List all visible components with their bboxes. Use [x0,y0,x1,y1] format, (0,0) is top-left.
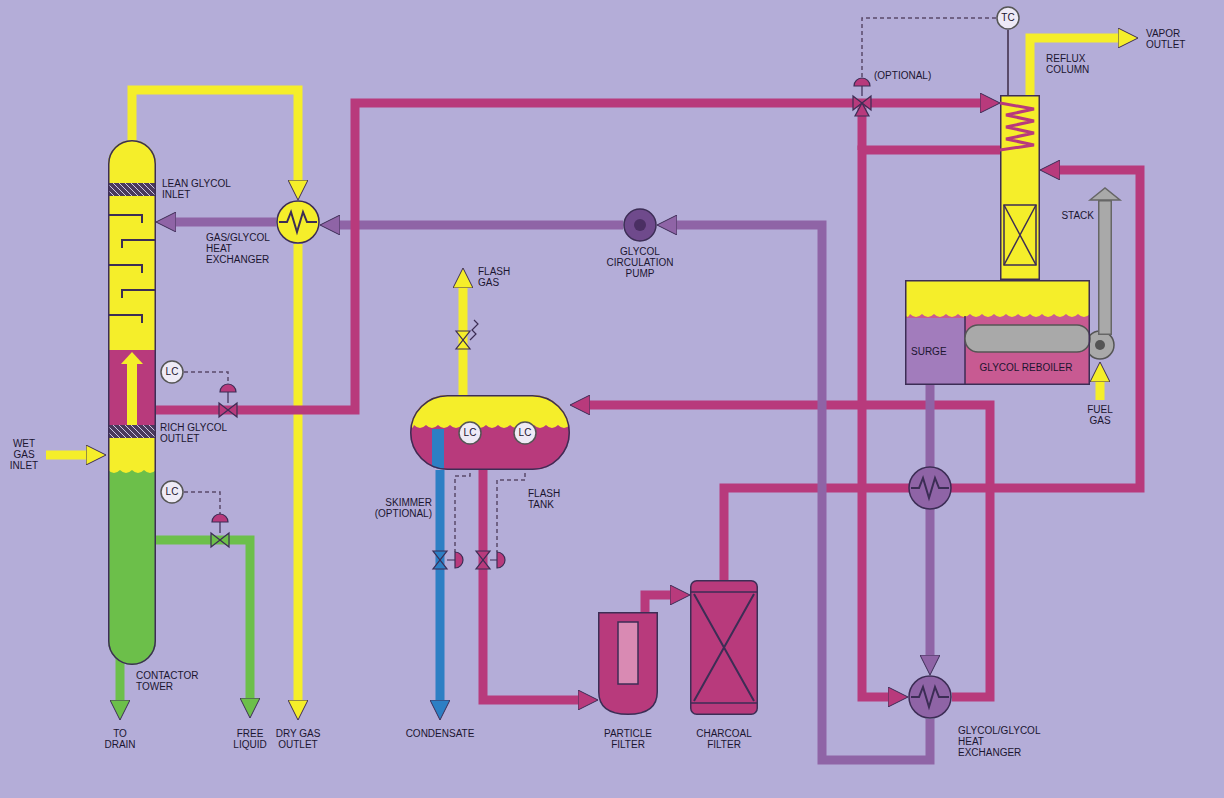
equipment-label: STACK [1050,210,1094,221]
stream-label: WET GAS INLET [6,438,42,471]
stream-label: DRY GAS OUTLET [274,728,322,750]
exhaust-stack: STACK [1098,200,1112,335]
flash-tank-shape [410,395,570,470]
level-controller: LC [160,360,184,384]
wet-gas-pipe [46,451,92,460]
stream-label: LEAN GLYCOL INLET [162,178,238,200]
valve-spring [470,320,478,340]
pipe-connector [132,90,298,186]
fuel-gas-pipe [1096,376,1105,400]
equipment-label: GLYCOL CIRCULATION PUMP [600,246,680,279]
pipe-connector [926,385,935,661]
stream-label: FUEL GAS [1082,404,1118,426]
glycol-reboiler: SURGE GLYCOL REBOILER [905,280,1090,385]
level-controller: LC [458,421,482,445]
flash-tank: FLASH TANKLCLC [410,395,570,470]
control-signal [862,18,996,78]
equipment-label: CONTACTOR TOWER [136,670,206,692]
sensor-stem [1007,30,1009,95]
pipe-connector [862,150,1000,697]
stream-label: TO DRAIN [98,728,142,750]
stream-label: (OPTIONAL) [874,70,944,81]
equipment-label: REFLUX COLUMN [1046,53,1096,75]
pipe-connector [645,595,676,612]
pipe-connector [334,221,623,230]
instrument-tag: LC [458,421,482,445]
instrument-tag: LC [160,480,184,504]
valve-actuator [220,384,236,403]
valve-actuator [447,552,463,568]
control-valve [211,533,229,547]
level-controller: LC [160,480,184,504]
equipment-label: CHARCOAL FILTER [688,728,760,750]
stream-label: RICH GLYCOL OUTLET [160,422,236,444]
stack-cap [1090,188,1120,200]
contactor-tower: CONTACTOR TOWER [108,140,156,665]
three-way-valve [855,103,869,116]
control-valve [433,551,447,569]
level-controller: LC [513,421,537,445]
equipment-label: FLASH TANK [528,488,572,510]
heat-exchanger: GAS/GLYCOL HEAT EXCHANGER [276,200,320,244]
equipment-label: SURGE [911,346,961,357]
charcoal-filter: CHARCOAL FILTER [690,580,758,715]
pressure-valve [456,331,470,349]
stream-label: VAPOR OUTLET [1146,28,1206,50]
reflux-column-shape [1000,95,1040,280]
control-valve [219,403,237,417]
stream-label: SKIMMER (OPTIONAL) [366,497,432,519]
circulation-pump-shape [623,208,657,242]
equipment-label: PARTICLE FILTER [595,728,661,750]
pipe-connector [483,470,584,700]
equipment-label: GAS/GLYCOL HEAT EXCHANGER [206,232,272,265]
control-signal [184,372,228,384]
control-signal [184,492,220,514]
instrument-tag: LC [160,360,184,384]
reflux-column: REFLUX COLUMN [1000,95,1040,280]
valve-actuator [490,552,505,568]
exchanger-coil [911,478,949,498]
stream-label: FLASH GAS [478,266,518,288]
heat-exchanger: GLYCOL/GLYCOL HEAT EXCHANGER [908,675,952,719]
burner-core [1095,340,1105,350]
valve-actuator [212,514,228,533]
circulation-pump: GLYCOL CIRCULATION PUMP [623,208,657,242]
instrument-tag: LC [513,421,537,445]
heat-exchanger-shape [276,200,320,244]
particle-filter-shape [598,612,658,715]
particle-filter: PARTICLE FILTER [598,612,658,715]
contactor-tower-shape [108,140,156,665]
instrument-tag: TC [996,6,1020,30]
heat-exchanger-shape [908,675,952,719]
condensate-pipe [436,470,445,706]
temperature-controller: TC [996,6,1020,30]
stream-label: FREE LIQUID [226,728,274,750]
control-valve [476,551,490,569]
stream-label: CONDENSATE [400,728,480,739]
dry-gas-pipe [294,244,303,706]
valve-actuator [854,78,870,96]
pipe-connector [671,225,930,760]
charcoal-filter-shape [690,580,758,715]
equipment-label: GLYCOL/GLYCOL HEAT EXCHANGER [958,725,1048,758]
exhaust-stack-shape [1098,200,1112,335]
equipment-label: GLYCOL REBOILER [970,362,1082,373]
pipe-connector [170,218,276,227]
heat-exchanger [909,467,951,509]
vapor-pipe [1030,38,1124,95]
